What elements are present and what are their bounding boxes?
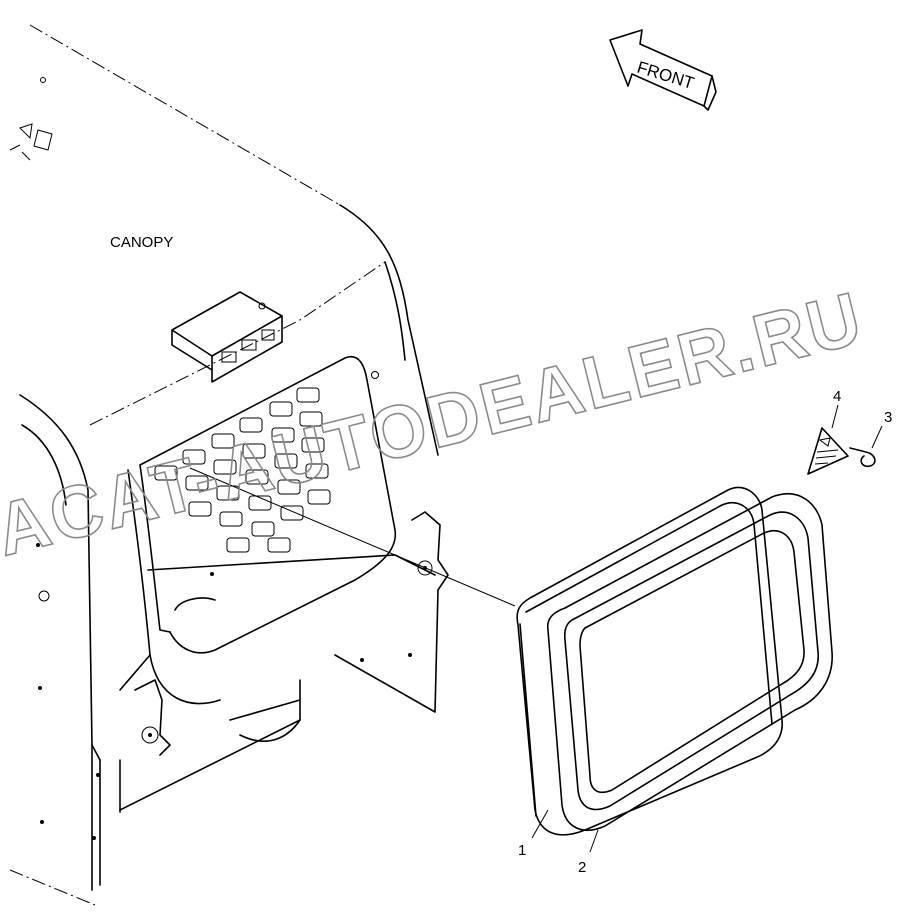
hook-part-3 — [849, 447, 876, 468]
glass-part-1 — [516, 486, 783, 836]
callout-1: 1 — [518, 842, 526, 859]
callout-2: 2 — [578, 859, 586, 876]
vent-bracket — [171, 291, 283, 383]
seal-part-2 — [546, 492, 833, 831]
leader-line-glass — [189, 467, 516, 607]
front-arrow: FRONT — [609, 29, 717, 111]
canopy-label: CANOPY — [110, 234, 173, 251]
callout-3: 3 — [884, 409, 892, 426]
callout-4: 4 — [833, 388, 841, 405]
hinge-left — [134, 679, 171, 756]
canopy-assembly — [9, 24, 449, 906]
mount-holes — [36, 77, 412, 840]
callout-leaders — [531, 404, 883, 853]
grille-mesh — [154, 387, 331, 553]
hinge-right — [411, 511, 449, 591]
watermark: ACAT-AUTODEALER.RU — [0, 276, 871, 572]
warning-label-part-4 — [807, 427, 849, 475]
